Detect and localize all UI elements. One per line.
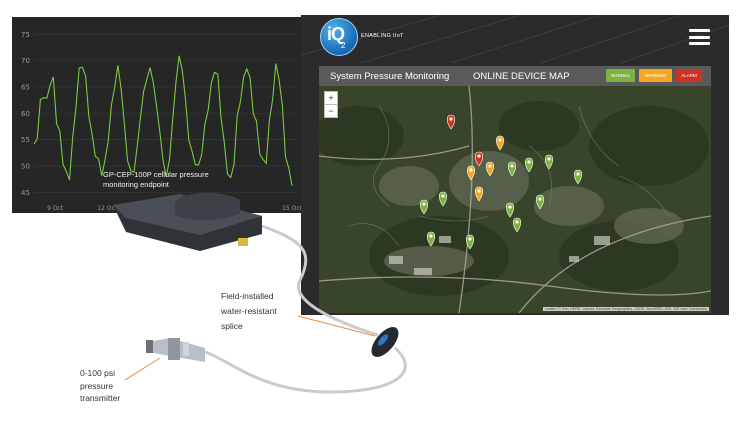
iq2-logo: iQ 2 (320, 18, 358, 56)
map-pin-normal-icon[interactable] (426, 231, 436, 247)
map-pin-normal-icon[interactable] (524, 157, 534, 173)
map-pin-alarm-icon[interactable] (474, 151, 484, 167)
pressure-transmitter (146, 338, 205, 362)
y-tick-label: 55 (21, 136, 30, 144)
zoom-out-button[interactable]: − (324, 104, 338, 118)
map-pin-normal-icon[interactable] (535, 194, 545, 210)
pressure-trend-chart: 75 70 65 60 55 50 45 9 Oct 12 Oct 15 Oct (12, 17, 301, 213)
map-pin-normal-icon[interactable] (544, 154, 554, 170)
splice-leader-line (297, 315, 376, 337)
cellular-endpoint-device (113, 192, 262, 251)
logo-tagline: ENABLING IIoT (361, 33, 404, 39)
device-map[interactable]: + − Leaflet | © Esri, HERE, Garmin, Eart… (319, 86, 711, 313)
y-tick-label: 75 (21, 31, 30, 39)
chart-canvas: 75 70 65 60 55 50 45 9 Oct 12 Oct 15 Oct (21, 31, 301, 212)
monitoring-header-bar: System Pressure Monitoring ONLINE DEVICE… (319, 66, 711, 86)
y-tick-label: 50 (21, 163, 30, 171)
map-pin-normal-icon[interactable] (419, 199, 429, 215)
map-pin-normal-icon[interactable] (505, 202, 515, 218)
map-pin-warning-icon[interactable] (466, 165, 476, 181)
x-tick-label: 12 Oct (97, 205, 118, 212)
water-resistant-splice (371, 327, 399, 357)
map-pin-normal-icon[interactable] (507, 161, 517, 177)
legend-alarm-button[interactable]: ALARM (676, 69, 702, 82)
endpoint-callout: GP-CEP-100P cellular pressure monitoring… (103, 170, 209, 189)
logo-letters: iQ (327, 24, 345, 44)
legend-normal-button[interactable]: NORMAL (606, 69, 635, 82)
cable-upper (261, 224, 379, 337)
y-tick-label: 60 (21, 110, 30, 118)
satellite-imagery (319, 86, 711, 313)
map-attribution: Leaflet | © Esri, HERE, Garmin, Earthsta… (542, 307, 709, 311)
map-pin-normal-icon[interactable] (465, 234, 475, 250)
legend-warning-button[interactable]: WARNING (639, 69, 672, 82)
cable-lower (204, 346, 407, 394)
map-pin-warning-icon[interactable] (474, 186, 484, 202)
x-tick-label: 15 Oct (282, 205, 301, 212)
map-pin-normal-icon[interactable] (438, 191, 448, 207)
y-tick-label: 45 (21, 189, 30, 197)
hamburger-menu-icon[interactable] (689, 29, 710, 45)
dashboard-window: iQ 2 ENABLING IIoT System Pressure Monit… (301, 15, 729, 315)
map-pin-alarm-icon[interactable] (446, 114, 456, 130)
map-pin-normal-icon[interactable] (573, 169, 583, 185)
transmitter-leader-line (124, 357, 161, 381)
y-tick-label: 70 (21, 57, 30, 65)
map-pin-normal-icon[interactable] (512, 217, 522, 233)
map-title: ONLINE DEVICE MAP (473, 71, 570, 82)
map-pin-warning-icon[interactable] (495, 135, 505, 151)
map-pin-warning-icon[interactable] (485, 161, 495, 177)
logo-subscript: 2 (341, 41, 346, 50)
splice-callout: Field-installed water-resistant splice (221, 291, 277, 331)
pressure-series-line (33, 55, 293, 186)
y-tick-label: 65 (21, 84, 30, 92)
x-tick-label: 9 Oct (47, 205, 64, 212)
transmitter-callout: 0-100 psi pressure transmitter (80, 368, 121, 403)
device-markers (419, 114, 583, 250)
page-title: System Pressure Monitoring (330, 71, 450, 82)
